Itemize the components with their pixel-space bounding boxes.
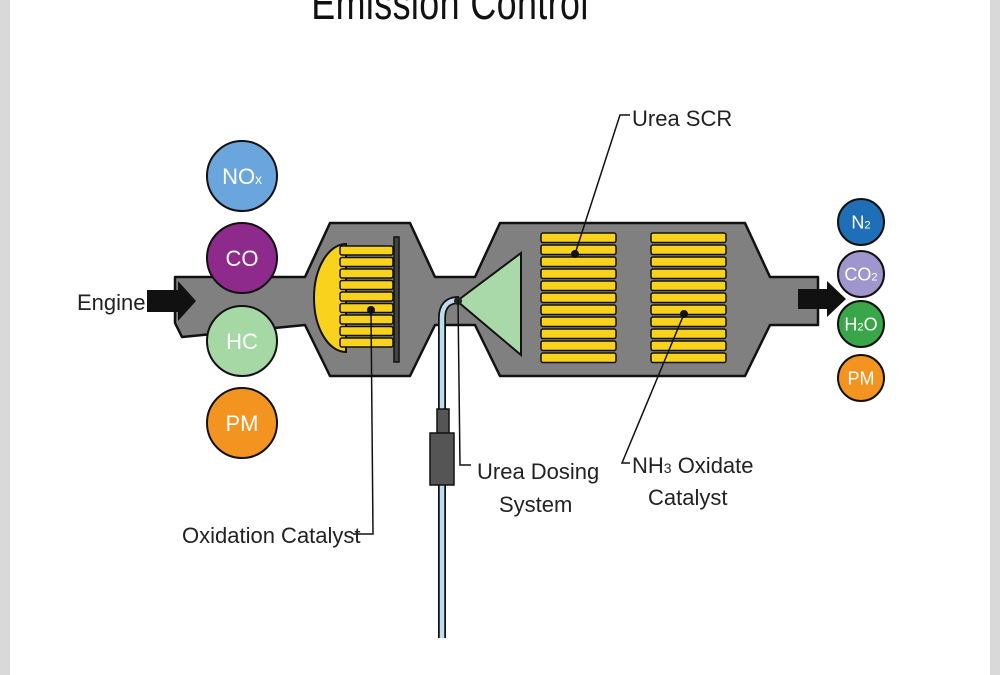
output-gas-label-sub-3: 2 <box>857 321 863 333</box>
urea-scr-block-1 <box>540 232 617 364</box>
leader-urea-scr <box>574 114 630 255</box>
scr-slat-3 <box>540 256 617 268</box>
nh3-slat-2 <box>650 244 727 256</box>
nh3-rest: Oxidate <box>672 453 754 478</box>
oxidation-catalyst-plate <box>393 236 400 363</box>
output-gas-circle-2 <box>837 250 885 298</box>
leader-dot-scr <box>571 250 579 258</box>
oxidation-catalyst-slats <box>339 245 394 348</box>
scr-slat-5 <box>540 280 617 292</box>
input-gas-circle-1 <box>206 140 278 212</box>
input-gas-label-1: NOx <box>222 164 262 189</box>
output-gas-circle-1 <box>837 198 885 246</box>
oxidation-catalyst <box>313 236 400 363</box>
label-nh3-oxidate-line1: NH3 Oxidate <box>632 453 754 478</box>
nh3-slat-10 <box>650 340 727 352</box>
diagram-title: Emission Control <box>311 0 589 29</box>
nh3-main: NH <box>632 453 664 478</box>
output-gas-label-sub-1: 2 <box>864 219 870 231</box>
diagram-canvas: Emission Control <box>10 0 990 675</box>
label-oxidation-catalyst: Oxidation Catalyst <box>182 523 361 548</box>
nh3-slat-5 <box>650 280 727 292</box>
scr-slat-10 <box>540 340 617 352</box>
outlet-arrow <box>798 281 846 317</box>
scr-slat-8 <box>540 316 617 328</box>
input-gas-label-main-1: NO <box>222 164 255 189</box>
scr-slat-9 <box>540 328 617 340</box>
scr-slat-7 <box>540 304 617 316</box>
label-urea-dosing-line1: Urea Dosing <box>477 459 599 484</box>
nh3-slat-9 <box>650 328 727 340</box>
leader-oxidation-catalyst <box>353 309 374 535</box>
leader-dot-oxidation <box>367 306 375 314</box>
input-gas-label-main-3: HC <box>226 329 258 354</box>
output-gas-label-1: N2 <box>851 212 870 232</box>
oxidation-slat-4 <box>339 279 394 291</box>
oxidation-catalyst-dome <box>313 242 347 354</box>
output-gas-label-after-3: O <box>864 314 878 334</box>
output-gas-label-main-4: PM <box>848 368 875 388</box>
label-nh3-oxidate-line2: Catalyst <box>648 485 727 510</box>
output-gas-circle-4 <box>837 354 885 402</box>
engine-inlet-arrow <box>147 281 196 321</box>
nh3-oxidate-catalyst-block <box>650 232 727 364</box>
nh3-slat-7 <box>650 304 727 316</box>
oxidation-slat-8 <box>339 325 394 337</box>
leader-dot-nh3 <box>680 310 688 318</box>
nh3-slat-1 <box>650 232 727 244</box>
nh3-slat-3 <box>650 256 727 268</box>
input-gas-label-main-2: CO <box>226 246 259 271</box>
input-gas-circle-2 <box>206 222 278 294</box>
input-gas-label-sub-1: x <box>255 172 262 187</box>
exhaust-diagram: Engine Urea SCR Urea Dosing System NH3 O… <box>77 106 885 638</box>
leader-urea-dosing <box>457 300 471 466</box>
output-gas-label-2: CO2 <box>844 264 877 284</box>
leader-nh3-oxidate <box>620 313 685 464</box>
oxidation-slat-6 <box>339 302 394 314</box>
scr-slat-11 <box>540 352 617 364</box>
nh3-sub: 3 <box>664 460 672 476</box>
nh3-slat-4 <box>650 268 727 280</box>
oxidation-slat-5 <box>339 291 394 302</box>
nh3-slat-6 <box>650 292 727 304</box>
oxidation-slat-1 <box>339 245 394 256</box>
input-gas-circle-3 <box>206 305 278 377</box>
output-gas-label-main-2: CO <box>844 264 871 284</box>
output-gas-label-4: PM <box>848 368 875 388</box>
nh3-slat-8 <box>650 316 727 328</box>
scr-slat-4 <box>540 268 617 280</box>
input-gas-label-2: CO <box>226 246 259 271</box>
output-gas-label-main-3: H <box>844 314 857 334</box>
scr-slat-6 <box>540 292 617 304</box>
output-gas-label-main-1: N <box>851 212 864 232</box>
input-gas-circle-4 <box>206 387 278 459</box>
nh3-slat-11 <box>650 352 727 364</box>
leader-lines <box>353 114 685 535</box>
output-gas-label-sub-2: 2 <box>871 271 877 283</box>
output-gas-circle-3 <box>837 300 885 348</box>
label-engine: Engine <box>77 290 146 315</box>
input-gas-label-main-4: PM <box>226 411 259 436</box>
output-gas-label-3: H2O <box>844 314 877 334</box>
urea-injector <box>429 408 455 486</box>
oxidation-slat-3 <box>339 268 394 279</box>
oxidation-slat-2 <box>339 256 394 268</box>
label-urea-dosing-line2: System <box>499 492 572 517</box>
oxidation-slat-9 <box>339 337 394 348</box>
urea-dosing-cone <box>455 251 522 358</box>
input-gas-label-3: HC <box>226 329 258 354</box>
oxidation-slat-7 <box>339 314 394 325</box>
label-urea-scr: Urea SCR <box>632 106 732 131</box>
input-gas-label-4: PM <box>226 411 259 436</box>
